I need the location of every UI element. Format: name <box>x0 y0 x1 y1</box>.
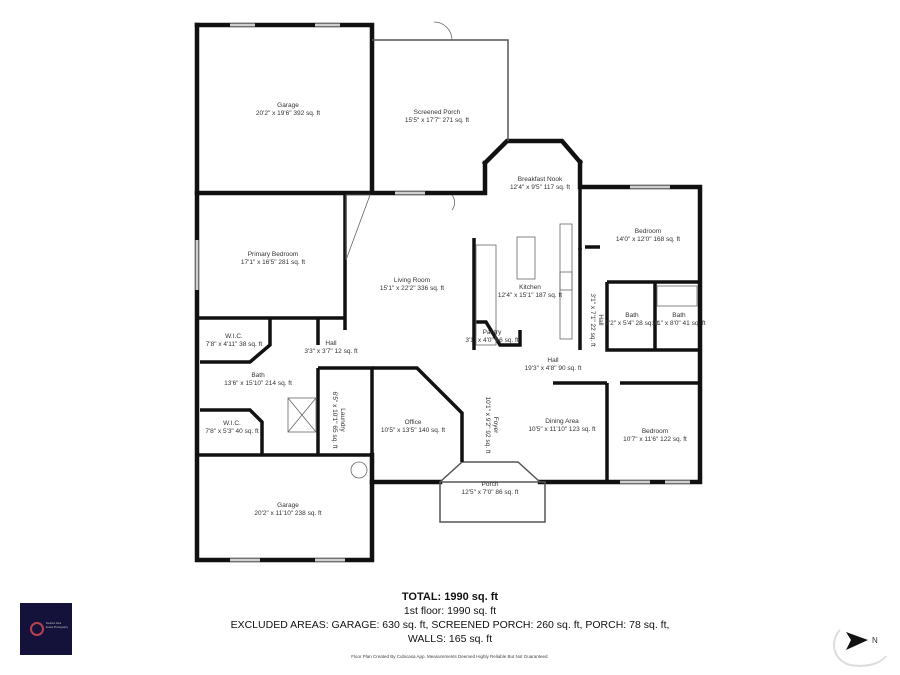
room-dims: 12'4" x 15'1" 187 sq. ft <box>497 292 563 299</box>
room-name: Garage <box>277 502 299 509</box>
room-name: Kitchen <box>519 284 541 291</box>
room-name: Bedroom <box>641 428 669 435</box>
fixtures <box>287 21 698 479</box>
room-name: W.I.C. <box>223 420 241 427</box>
floor-area: 1st floor: 1990 sq. ft <box>403 605 497 617</box>
room-name: Foyer <box>492 416 499 434</box>
room-dims: 12'4" x 9'5" 117 sq. ft <box>509 184 571 191</box>
room-name: Hall <box>547 357 559 364</box>
room-dims: 15'5" x 17'7" 271 sq. ft <box>404 117 470 124</box>
room-dims: 12'5" x 7'0" 86 sq. ft <box>461 489 519 496</box>
room-wic-2: W.I.C.7'8" x 5'3" 40 sq. ft <box>205 420 258 436</box>
excluded-areas: EXCLUDED AREAS: GARAGE: 630 sq. ft, SCRE… <box>230 619 670 631</box>
north-arrow-icon: N <box>833 629 887 667</box>
room-dims: 13'6" x 15'10" 214 sq. ft <box>224 380 292 387</box>
room-name: Office <box>404 419 422 426</box>
interior-walls <box>197 187 700 482</box>
room-dims: 17'1" x 16'5" 281 sq. ft <box>240 259 306 266</box>
room-name: Laundry <box>339 408 346 432</box>
room-name: Primary Bedroom <box>247 251 299 258</box>
room-dims: 5'1" x 8'0" 41 sq. ft <box>652 320 706 327</box>
room-dims: 15'1" x 22'2" 336 sq. ft <box>379 285 445 292</box>
room-name: Bath <box>251 372 265 379</box>
room-dims: 10'5" x 13'5" 140 sq. ft <box>380 427 446 434</box>
room-dims: 6'5" x 10'1" 65 sq. ft <box>331 391 338 449</box>
room-dims: 19'3" x 4'8" 90 sq. ft <box>524 365 582 372</box>
room-dims: 20'2" x 19'6" 392 sq. ft <box>255 110 321 117</box>
total-area: TOTAL: 1990 sq. ft <box>401 591 499 603</box>
windows <box>195 23 690 562</box>
walls-area: WALLS: 165 sq. ft <box>407 633 493 645</box>
room-dims: 3'1" x 4'0" 16 sq. ft <box>465 337 519 344</box>
room-name: Hall <box>325 340 337 347</box>
room-name: Dining Area <box>545 418 579 425</box>
room-dims: 10'1" x 9'2" 92 sq. ft <box>484 396 491 454</box>
room-name: Bath <box>625 312 639 319</box>
disclaimer: Floor Plan Created By Cubicasa App. Meas… <box>351 654 549 659</box>
room-dims: 3'3" x 3'7" 12 sq. ft <box>304 348 358 355</box>
room-dims: 7'8" x 5'3" 40 sq. ft <box>205 428 259 435</box>
room-name: Garage <box>277 102 299 109</box>
screen-walls <box>372 39 546 523</box>
room-name: Porch <box>481 481 499 488</box>
room-dims: 7'8" x 4'11" 38 sq. ft <box>205 341 263 348</box>
company-logo: Realtors Real Estate Photography <box>20 603 72 655</box>
room-dims: 3'1" x 7'1" 22 sq. ft <box>589 293 596 347</box>
room-dims: 5'2" x 5'4" 28 sq. ft <box>605 320 659 327</box>
room-name: Bath <box>672 312 686 319</box>
room-wic-1: W.I.C.7'8" x 4'11" 38 sq. ft <box>206 333 262 349</box>
room-dims: 14'0" x 12'0" 168 sq. ft <box>615 236 681 243</box>
room-dims: 10'5" x 11'10" 123 sq. ft <box>528 426 596 433</box>
room-name: W.I.C. <box>225 333 243 340</box>
room-dims: 20'2" x 11'10" 238 sq. ft <box>254 510 322 517</box>
logo-emblem-icon <box>30 622 44 636</box>
room-name: Hall <box>597 314 604 326</box>
logo-text: Realtors Real Estate Photography <box>46 622 68 629</box>
north-label: N <box>872 636 878 645</box>
room-name: Pantry <box>482 329 502 336</box>
room-name: Bedroom <box>634 228 662 235</box>
room-name: Screened Porch <box>413 109 461 116</box>
room-dims: 10'7" x 11'6" 122 sq. ft <box>623 436 687 443</box>
room-name: Breakfast Nook <box>517 176 563 183</box>
room-name: Living Room <box>393 277 431 284</box>
